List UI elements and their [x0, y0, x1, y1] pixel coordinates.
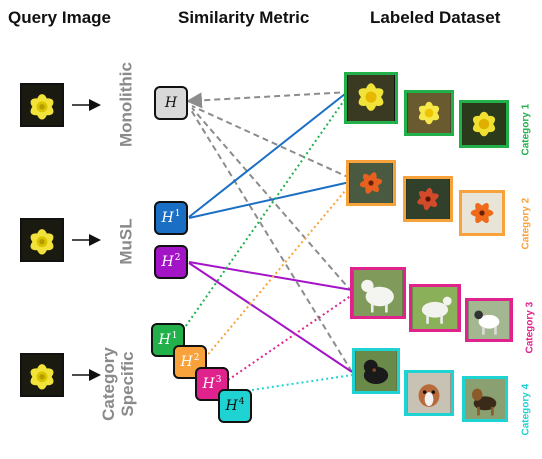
musl-h2-line-1	[188, 261, 353, 291]
lily-icon	[406, 179, 450, 219]
dataset-image-cat3-1	[350, 267, 406, 319]
metric-h2-base: H	[161, 254, 174, 270]
header-query-image: Query Image	[8, 8, 111, 27]
row-label-category-line: Category	[99, 347, 118, 421]
header-similarity-metric: Similarity Metric	[178, 8, 310, 27]
dog-icon	[465, 379, 505, 419]
dataset-image-cat1-3	[459, 100, 509, 148]
lily-icon	[462, 193, 502, 233]
cat4-line	[251, 374, 353, 391]
daffodil-icon	[22, 85, 62, 125]
category-label-2: Category 2	[520, 197, 532, 250]
cat2-line	[204, 184, 351, 359]
mono-line-2	[191, 105, 351, 179]
row-label-specific-line: Specific	[118, 351, 137, 417]
header-labeled-dataset: Labeled Dataset	[370, 8, 501, 27]
cat1-line	[182, 91, 351, 331]
daffodil-icon	[22, 220, 62, 260]
cat-metric-h2-sup: 2	[193, 353, 200, 363]
cat3-line	[227, 294, 353, 381]
dataset-image-cat3-2	[409, 284, 461, 332]
lily-icon	[349, 163, 393, 203]
mono-line-1	[186, 91, 351, 109]
dataset-image-cat2-1	[346, 160, 396, 206]
dataset-image-cat1-1	[344, 72, 398, 124]
dataset-image-cat2-2	[403, 176, 453, 222]
metric-h-label: H	[164, 95, 178, 111]
daffodil-icon	[462, 103, 506, 145]
dataset-image-cat3-3	[465, 298, 513, 342]
dataset-image-cat4-1	[352, 348, 400, 394]
monolithic-metric-box: H	[154, 86, 188, 120]
mono-line-4	[190, 109, 353, 373]
dog-icon	[407, 373, 451, 413]
goat-icon	[412, 287, 458, 329]
musl-h2-line-2	[188, 262, 353, 373]
dataset-image-cat4-2	[404, 370, 454, 416]
metric-h2-sup: 2	[174, 253, 181, 263]
cat-metric-h2-base: H	[180, 354, 193, 370]
daffodil-icon	[348, 75, 394, 121]
cat-metric-h1-sup: 1	[171, 331, 178, 341]
query-image-musl	[20, 218, 64, 262]
query-image-category-specific	[20, 353, 64, 397]
goat-icon	[468, 301, 510, 339]
musl-h1-line-2	[188, 181, 351, 219]
cat-metric-h3-base: H	[202, 376, 215, 392]
row-label-monolithic: Monolithic	[116, 62, 136, 147]
daffodil-icon	[407, 93, 451, 133]
category-label-3: Category 3	[524, 301, 536, 354]
dog-icon	[355, 351, 397, 391]
category-label-4: Category 4	[520, 383, 532, 436]
dataset-image-cat4-3	[462, 376, 508, 422]
goat-icon	[353, 270, 403, 316]
dataset-image-cat2-3	[459, 190, 505, 236]
musl-h1-line-1	[188, 89, 351, 218]
metric-h1-base: H	[161, 210, 174, 226]
cat-metric-h1-base: H	[158, 332, 171, 348]
daffodil-icon	[22, 355, 62, 395]
cat-metric-h4-sup: 4	[238, 397, 245, 407]
cat-metric-h4-base: H	[225, 398, 238, 414]
metric-h1-sup: 1	[174, 209, 181, 219]
cat-metric-h3-sup: 3	[215, 375, 222, 385]
row-label-musl: MuSL	[116, 218, 136, 265]
row-label-category-specific: Category Specific	[99, 339, 139, 429]
category-label-1: Category 1	[520, 103, 532, 156]
dataset-image-cat1-2	[404, 90, 454, 136]
query-image-monolithic	[20, 83, 64, 127]
